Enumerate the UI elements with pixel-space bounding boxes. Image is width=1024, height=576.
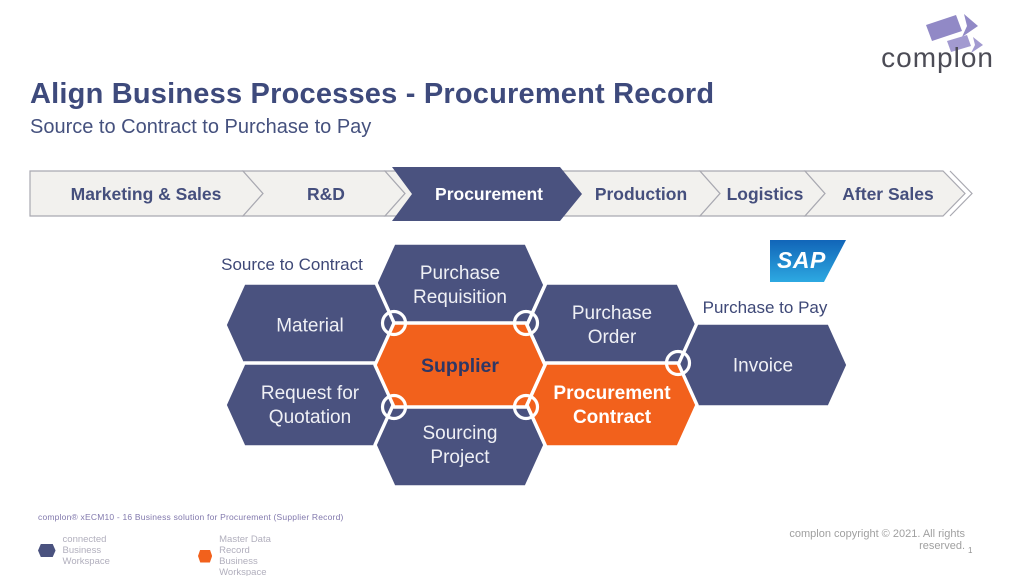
hexagon-label: Material (276, 316, 344, 337)
page-number: 1 (968, 546, 973, 555)
connector-circle-icon (664, 349, 692, 377)
hexagon-label: Requisition (413, 287, 507, 308)
hexagon-label: Order (588, 327, 637, 348)
copyright-text: complon copyright © 2021. All rights res… (789, 528, 965, 552)
hexagon-diagram: Purchase Requisition Material Purchase O… (221, 241, 850, 489)
complon-papers-icon (926, 14, 983, 53)
process-step-label: After Sales (842, 184, 934, 204)
hexagon-label: Quotation (269, 407, 351, 428)
legend-label: Master Data Record Business Workspace (219, 534, 271, 576)
hexagon-procurement-contract (525, 361, 699, 449)
brand-wordmark: complon (881, 42, 994, 73)
hexagon-label-supplier: Supplier (421, 355, 499, 377)
connector-circle-icon (512, 393, 540, 421)
hexagon-label: Purchase (420, 263, 500, 284)
hexagon-label: Invoice (733, 356, 793, 377)
process-step-label: Logistics (727, 184, 804, 204)
hexagon-label: Purchase (572, 303, 652, 324)
legend-hexagon-master-icon (198, 549, 213, 563)
flow-label-source-to-contract: Source to Contract (221, 255, 363, 274)
hexagon-label: Request for (261, 383, 360, 404)
legend-item-master-data: Master Data Record Business Workspace (198, 534, 288, 576)
slide-title: Align Business Processes - Procurement R… (30, 78, 715, 110)
footer-note: complon® xECM10 - 16 Business solution f… (38, 512, 344, 522)
flow-label-purchase-to-pay: Purchase to Pay (703, 298, 828, 317)
process-step-label: R&D (307, 184, 345, 204)
process-step-label: Production (595, 184, 687, 204)
legend-item-connected: connected Business Workspace (38, 534, 128, 567)
process-bar: Marketing & Sales R&D Procurement Produc… (29, 167, 973, 221)
connector-circle-icon (380, 393, 408, 421)
hexagon-label: Contract (573, 407, 652, 428)
process-step-after-sales (803, 170, 966, 217)
process-step-label: Procurement (435, 184, 543, 204)
process-step-procurement-active (392, 167, 582, 221)
hexagon-label: Procurement (553, 383, 671, 404)
legend-hexagon-connected-icon (38, 544, 56, 557)
connector-circle-icon (512, 309, 540, 337)
hexagon-request-for-quotation (223, 361, 397, 449)
process-step-label: Marketing & Sales (71, 184, 222, 204)
slide-subtitle: Source to Contract to Purchase to Pay (30, 116, 372, 138)
hexagon-label: Project (430, 447, 490, 468)
hexagon-label: Sourcing (423, 423, 498, 444)
connector-circle-icon (380, 309, 408, 337)
sap-logo-text: SAP (777, 247, 826, 273)
process-bar-end-chevron-icon (949, 170, 973, 217)
legend-label: connected Business Workspace (62, 534, 110, 567)
